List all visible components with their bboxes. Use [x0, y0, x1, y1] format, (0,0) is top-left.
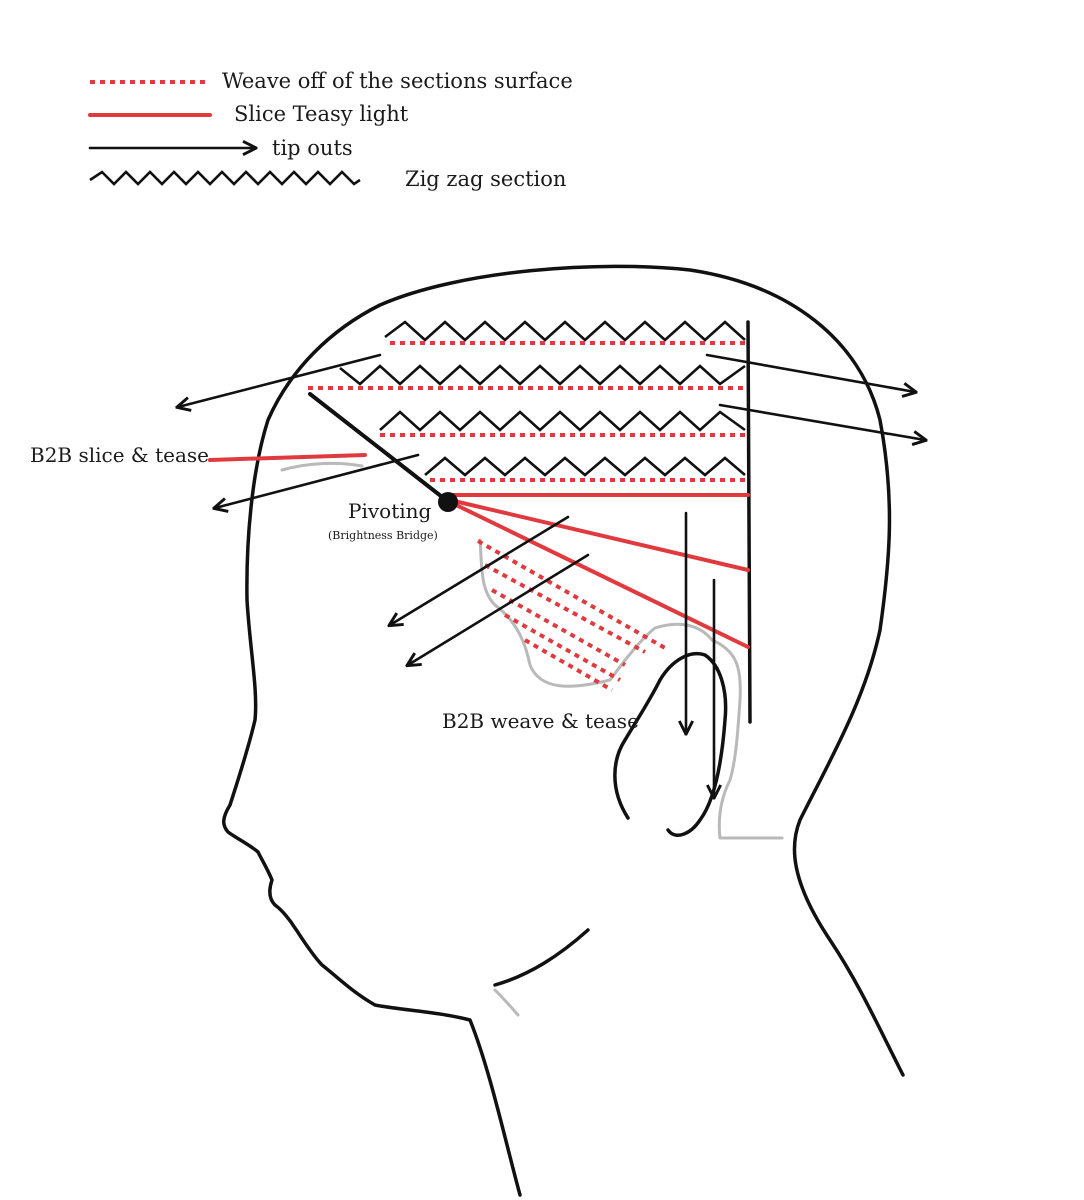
- vertical-section-line: [746, 320, 752, 724]
- weave-lines: [308, 341, 745, 482]
- hairline-front: [280, 461, 364, 472]
- legend-zigzag-swatch: [89, 170, 361, 186]
- pivot-point: [438, 492, 458, 512]
- zigzag-row-1: [384, 320, 746, 342]
- slice-line-pivot-2: [448, 500, 750, 649]
- brightness-bridge-label: (Brightness Bridge): [328, 529, 438, 542]
- arrow-front-top: [178, 353, 382, 407]
- head-outline: [222, 264, 905, 1197]
- slice-line-pivot-1: [448, 498, 750, 572]
- arrow-back-top: [705, 353, 915, 392]
- legend-zigzag-label: Zig zag section: [405, 167, 566, 191]
- legend-weave-label: Weave off of the sections surface: [222, 69, 573, 93]
- ear-outline: [613, 652, 728, 837]
- b2b-weave-label: B2B weave & tease: [442, 709, 639, 733]
- neck-crease: [493, 988, 520, 1017]
- slice-lines: [208, 453, 750, 649]
- diagonal-section-line: [308, 392, 448, 502]
- arrow-side-1: [390, 515, 570, 625]
- arrow-side-2: [408, 553, 590, 665]
- b2b-slice-label: B2B slice & tease: [30, 443, 209, 467]
- legend-slice-label: Slice Teasy light: [234, 102, 409, 126]
- pivoting-label: Pivoting: [348, 499, 432, 523]
- pivot-weave-2: [484, 563, 646, 654]
- zigzag-row-3: [379, 410, 746, 432]
- chin-neck-line: [493, 928, 590, 987]
- arrow-back-low: [718, 403, 925, 440]
- tip-out-arrows: [178, 353, 925, 797]
- arrow-front-low: [215, 453, 420, 508]
- zigzag-sections: [339, 320, 746, 477]
- zigzag-row-4: [424, 456, 746, 477]
- hairline-sideburn: [478, 538, 784, 840]
- legend-tipout-label: tip outs: [272, 136, 353, 160]
- legend: Weave off of the sections surface Slice …: [88, 69, 573, 191]
- head-profile: [222, 264, 905, 1197]
- zigzag-row-2: [339, 364, 746, 386]
- pivot-weave-4: [504, 613, 621, 682]
- pivot-weave-5: [524, 638, 613, 692]
- slice-line-b2b: [208, 453, 367, 462]
- pivot-weave-lines: [477, 539, 666, 692]
